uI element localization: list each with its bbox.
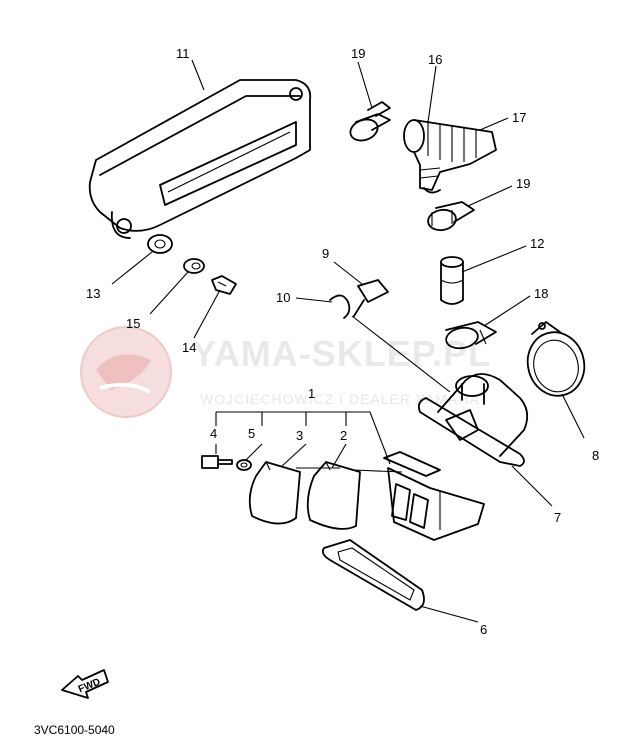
callout-15: 15 [126,316,140,331]
callout-14: 14 [182,340,196,355]
callout-3: 3 [296,428,303,443]
fwd-arrow-icon: FWD [61,669,109,699]
watermark: YAMA-SKLEP.PL WOJCIECHOWICZ I DEALER YAM… [80,326,491,418]
callout-8: 8 [592,448,599,463]
watermark-brand: YAMA-SKLEP.PL [192,333,491,374]
part-14-screw [211,275,237,295]
callout-19-top: 19 [351,46,365,61]
part-2-reed-petal [306,461,361,530]
part-1-reed-valve-assembly [383,451,485,541]
callout-13: 13 [86,286,100,301]
callout-5: 5 [248,426,255,441]
part-13-grommet [147,234,173,254]
watermark-subtitle: WOJCIECHOWICZ I DEALER YAMAHA [200,391,480,407]
part-3-reed-stopper [248,461,301,525]
leader-lines [111,59,585,623]
part-6-gasket [321,539,425,611]
part-7-manifold [417,373,529,467]
part-5-washer [236,459,252,471]
callout-12: 12 [530,236,544,251]
callouts: 11 19 16 17 19 12 18 9 10 13 15 14 1 4 5… [86,46,599,637]
callout-6: 6 [480,622,487,637]
part-18-clamp [445,321,497,350]
callout-4: 4 [210,426,217,441]
part-4-screw [201,455,233,469]
callout-11: 11 [176,46,190,61]
callout-17: 17 [512,110,526,125]
watermark-logo-icon [80,326,172,418]
part-9-bolt [353,279,389,317]
part-10-clip [329,294,351,319]
callout-18: 18 [534,286,548,301]
callout-2: 2 [340,428,347,443]
callout-10: 10 [276,290,290,305]
part-19-clamp-top [349,101,391,142]
part-16-17-hose [403,119,497,194]
part-8-band-clamp [526,321,586,397]
part-11-cover [88,79,312,239]
diagram-code: 3VC6100-5040 [34,723,115,737]
callout-9: 9 [322,246,329,261]
part-15-collar [183,258,205,274]
callout-7: 7 [554,510,561,525]
callout-19-mid: 19 [516,176,530,191]
part-19-clamp-mid [427,201,475,232]
part-12-hose [440,256,464,305]
callout-16: 16 [428,52,442,67]
callout-1: 1 [308,386,315,401]
